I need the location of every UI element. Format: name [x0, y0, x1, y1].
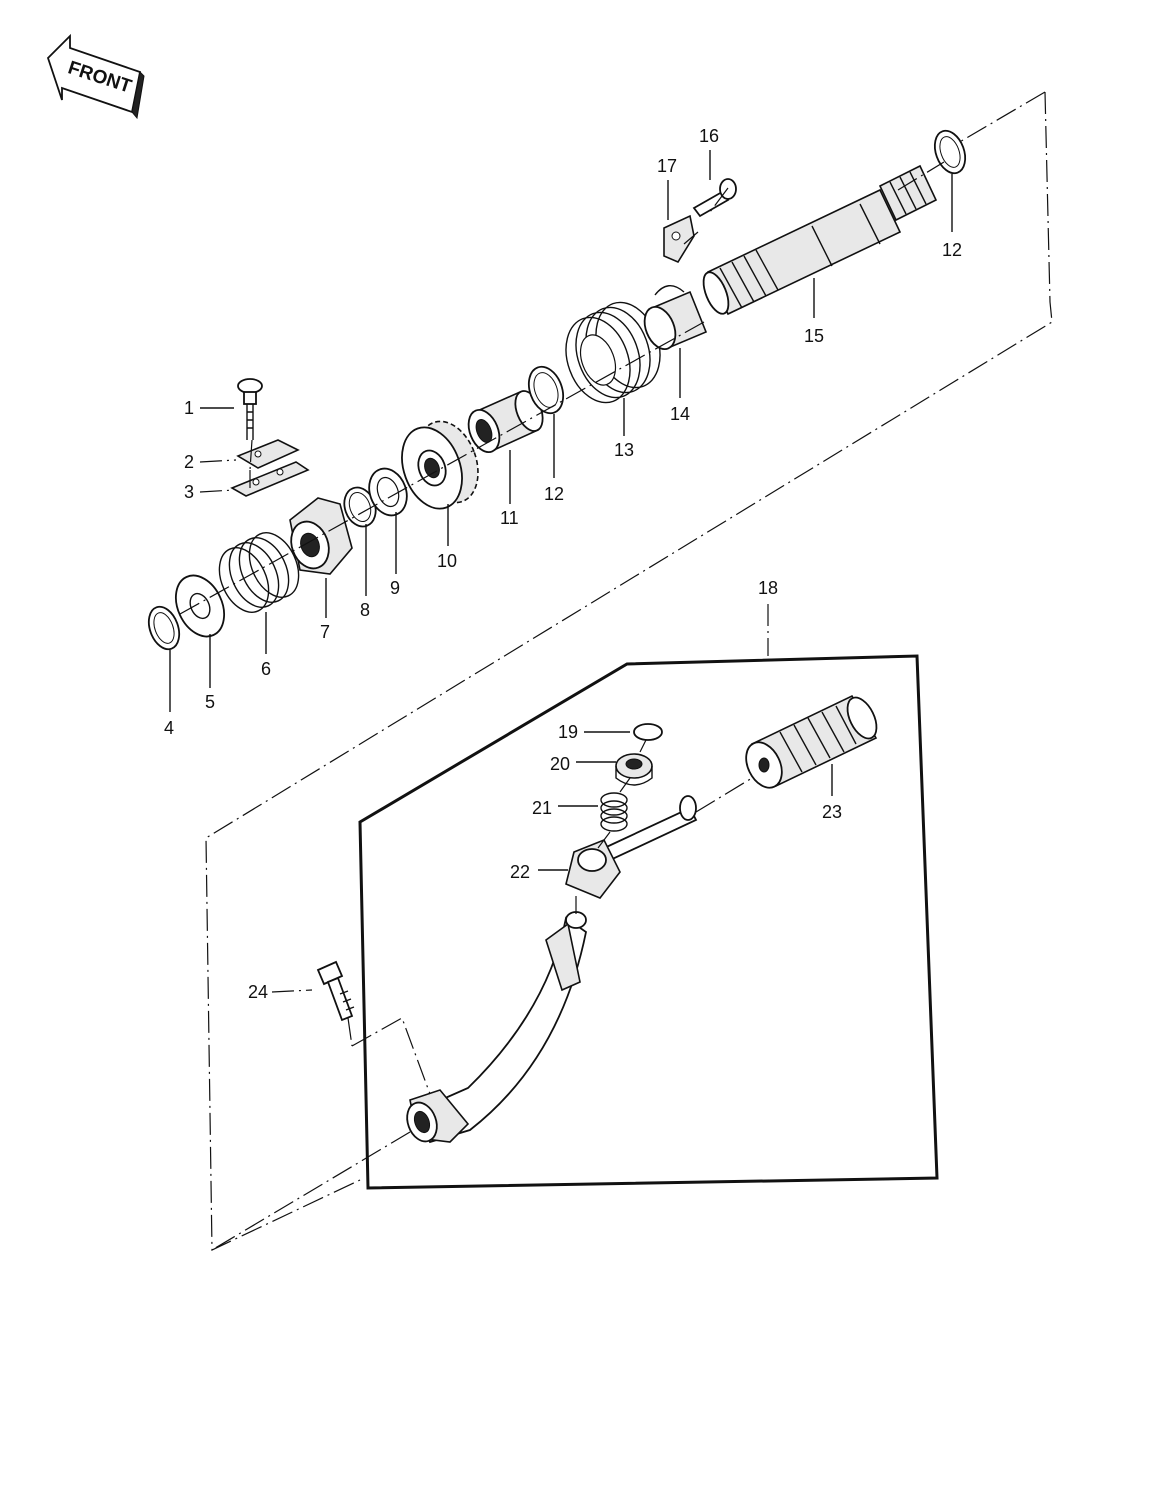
circlip-12-end [933, 129, 967, 175]
front-arrow-badge: FRONT [46, 33, 145, 120]
washer-5 [175, 574, 225, 638]
label-12-end: 12 [942, 240, 962, 260]
pedal-grip-23 [745, 694, 878, 789]
label-18: 18 [758, 578, 778, 598]
label-24: 24 [248, 982, 268, 1002]
stopper-plate-17 [663, 214, 695, 264]
gear-10 [401, 420, 479, 510]
label-3: 3 [184, 482, 194, 502]
circlip-19 [633, 723, 663, 741]
label-14: 14 [670, 404, 690, 424]
ratchet-7 [289, 497, 353, 575]
assembly-frame [205, 91, 1053, 1251]
bushing-20 [615, 753, 653, 786]
label-20: 20 [550, 754, 570, 774]
label-17: 17 [657, 156, 677, 176]
label-19: 19 [558, 722, 578, 742]
axis-lines [179, 161, 945, 1251]
pedal-knuckle-22 [565, 795, 698, 899]
callout-labels: 1 2 3 4 5 6 7 8 9 10 11 12 13 14 15 16 1… [164, 126, 962, 1002]
spring-21 [600, 792, 628, 832]
plate-3 [230, 461, 310, 497]
label-13: 13 [614, 440, 634, 460]
spring-6 [218, 532, 300, 613]
label-9: 9 [390, 578, 400, 598]
label-23: 23 [822, 802, 842, 822]
label-7: 7 [320, 622, 330, 642]
bolt-1 [237, 378, 263, 440]
label-11: 11 [500, 508, 519, 528]
label-8: 8 [360, 600, 370, 620]
label-4: 4 [164, 718, 174, 738]
bolt-24 [316, 960, 355, 1022]
circlip-8 [343, 486, 377, 528]
kick-pedal-arm [406, 911, 587, 1144]
bolt-16 [692, 178, 737, 218]
kick-shaft-15 [702, 164, 938, 316]
label-2: 2 [184, 452, 194, 472]
label-6: 6 [261, 659, 271, 679]
circlip-4 [147, 605, 181, 651]
sleeve-11 [467, 390, 544, 453]
label-10: 10 [437, 551, 457, 571]
label-15: 15 [804, 326, 824, 346]
label-1: 1 [184, 398, 194, 418]
label-12-mid: 12 [544, 484, 564, 504]
label-21: 21 [532, 798, 552, 818]
leader-lines [169, 150, 953, 993]
lock-plate-2 [236, 439, 300, 469]
label-22: 22 [510, 862, 530, 882]
kick-pedal-assembly-box [358, 654, 939, 1190]
label-16: 16 [699, 126, 719, 146]
label-5: 5 [205, 692, 215, 712]
spring-guide-14 [643, 285, 708, 350]
